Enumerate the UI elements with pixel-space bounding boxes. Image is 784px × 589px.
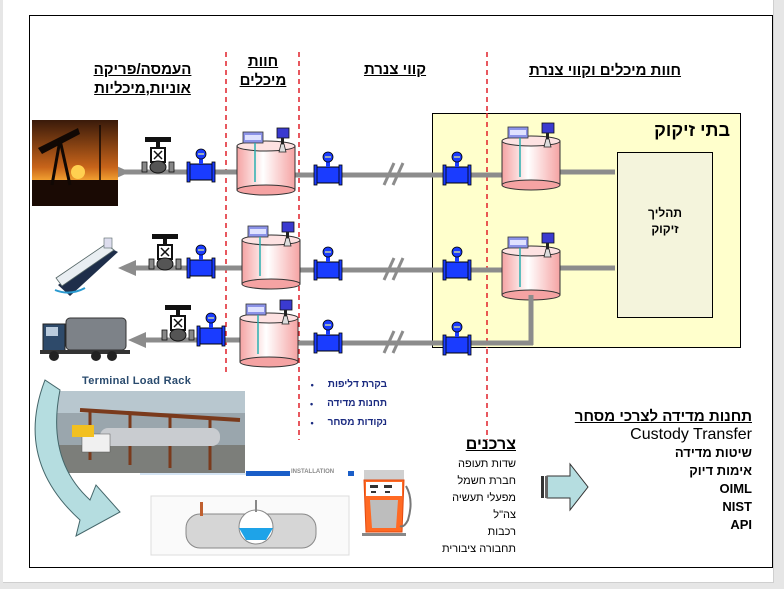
list-item: שיטות מדידה <box>674 445 752 460</box>
pipeline-row-1 <box>112 122 615 196</box>
valve-icon <box>141 136 175 174</box>
storage-tank-icon <box>239 299 299 368</box>
tanker-truck-icon <box>40 317 130 361</box>
valve-icon <box>161 304 195 342</box>
flow-meter-icon <box>186 148 216 183</box>
refinery-title: בתי זיקוק <box>654 120 730 140</box>
list-item: OIML <box>719 481 753 496</box>
flow-meter-icon <box>442 151 472 186</box>
process-label-line1: תהליך <box>648 206 682 220</box>
list-item: חברת חשמל <box>457 475 516 487</box>
list-item: תחנות מדידה• <box>310 398 387 409</box>
header-line: אוניות,מיכליות <box>94 80 191 97</box>
column-header-pipelines: קווי צנרת <box>363 61 427 78</box>
curved-arrow-icon <box>34 379 121 537</box>
flow-meter-icon <box>196 312 226 347</box>
column-header-tank-farm: חוות מיכלים <box>230 52 296 90</box>
process-label-line2: זיקוק <box>651 222 679 236</box>
consumers-list: צרכנים שדות תעופה חברת חשמל מפעלי תעשיה … <box>436 436 516 558</box>
list-item: מפעלי תעשיה <box>452 492 516 504</box>
custody-transfer-section: תחנות מדידה לצרכי מסחר Custody Transfer … <box>575 408 752 534</box>
flow-meter-icon <box>442 246 472 281</box>
flow-meter-icon <box>186 244 216 279</box>
list-item: נקודות מסחר• <box>310 417 387 428</box>
flow-meter-icon <box>313 319 343 354</box>
list-item: שדות תעופה <box>458 458 516 470</box>
terminal-load-rack-photo <box>55 391 245 473</box>
list-item: תחבורה ציבורית <box>441 543 516 555</box>
tanker-ship-icon <box>54 237 118 296</box>
storage-tank-icon <box>241 221 301 290</box>
refinery-tank-icon <box>501 232 561 301</box>
header-line: העמסה/פריקה <box>93 61 192 78</box>
refinery-tank-icon <box>501 122 561 191</box>
list-item: רכבות <box>487 526 516 538</box>
installation-label: INSTALLATION <box>291 469 335 475</box>
column-header-loading: העמסה/פריקה אוניות,מיכליות <box>70 60 215 98</box>
pipeline-row-2 <box>118 221 615 301</box>
header-line: מיכלים <box>239 72 287 89</box>
list-item: API <box>730 517 752 532</box>
flow-meter-icon <box>442 321 472 356</box>
list-item: צה"ל <box>493 509 516 521</box>
flow-arrow-icon <box>128 332 146 348</box>
features-list: בקרת דליפות• תחנות מדידה• נקודות מסחר• <box>310 375 387 432</box>
oil-pump-image <box>32 120 118 206</box>
installation-bar <box>246 471 290 476</box>
storage-tank-icon <box>236 127 296 196</box>
list-item: NIST <box>722 499 752 514</box>
list-item: אימות דיוק <box>689 463 752 478</box>
column-header-tank-farm-pipelines: חוות מיכלים וקווי צנרת <box>528 62 682 79</box>
custody-subtitle: Custody Transfer <box>630 426 752 443</box>
consumers-title: צרכנים <box>465 436 516 453</box>
header-line: חוות <box>247 53 279 70</box>
refining-process-box: תהליך זיקוק <box>617 152 713 318</box>
fuel-pump-icon <box>362 470 412 536</box>
valve-icon <box>148 233 182 271</box>
terminal-load-rack-title: Terminal Load Rack <box>82 375 192 387</box>
flow-arrow-icon <box>118 260 136 276</box>
list-item: בקרת דליפות• <box>310 379 387 390</box>
flow-meter-icon <box>313 151 343 186</box>
flow-meter-icon <box>313 246 343 281</box>
right-arrow-icon <box>541 462 589 512</box>
refinery-area: בתי זיקוק תהליך זיקוק <box>432 113 741 348</box>
horizontal-tank-diagram <box>150 495 350 556</box>
custody-title: תחנות מדידה לצרכי מסחר <box>574 408 752 425</box>
pipeline-row-3 <box>128 295 534 368</box>
